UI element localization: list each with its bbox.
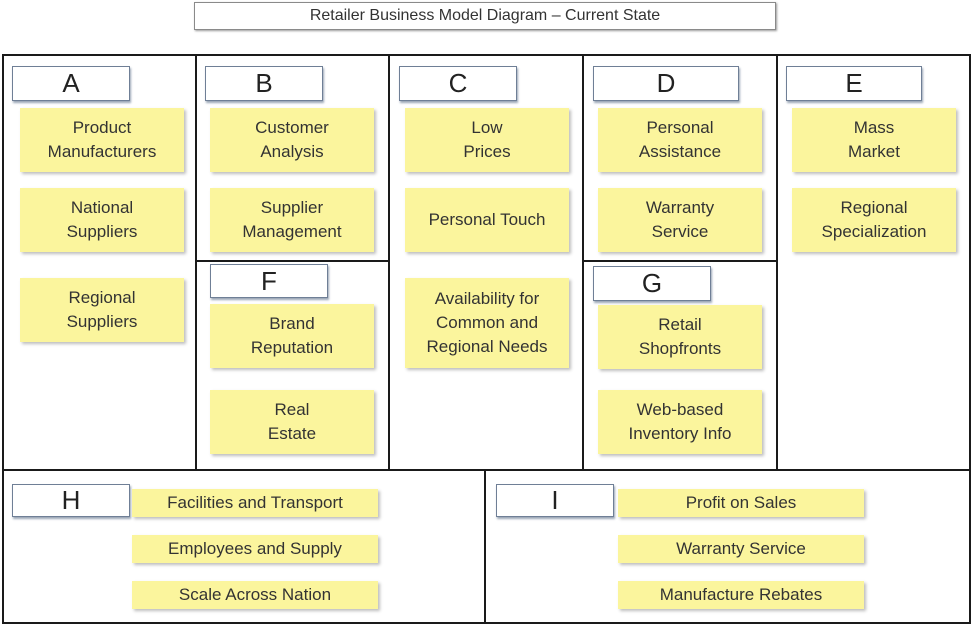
note-g-2: Web-based Inventory Info (598, 390, 762, 454)
note-e-1: Mass Market (792, 108, 956, 172)
note-h-3: Scale Across Nation (132, 581, 378, 609)
diagram-title: Retailer Business Model Diagram – Curren… (194, 2, 776, 30)
divider-v-bottom (484, 469, 486, 624)
divider-v2 (388, 54, 390, 471)
note-c-2: Personal Touch (405, 188, 569, 252)
note-d-2: Warranty Service (598, 188, 762, 252)
divider-v3 (582, 54, 584, 471)
note-i-2: Warranty Service (618, 535, 864, 563)
note-h-2: Employees and Supply (132, 535, 378, 563)
note-b-2: Supplier Management (210, 188, 374, 252)
section-label-d: D (593, 66, 739, 101)
note-a-3: Regional Suppliers (20, 278, 184, 342)
note-f-2: Real Estate (210, 390, 374, 454)
divider-h-bf (195, 260, 390, 262)
divider-h-main (2, 469, 971, 471)
note-b-1: Customer Analysis (210, 108, 374, 172)
note-f-1: Brand Reputation (210, 304, 374, 368)
note-i-3: Manufacture Rebates (618, 581, 864, 609)
note-c-1: Low Prices (405, 108, 569, 172)
note-c-3: Availability for Common and Regional Nee… (405, 278, 569, 368)
section-label-a: A (12, 66, 130, 101)
note-g-1: Retail Shopfronts (598, 305, 762, 369)
section-label-f: F (210, 264, 328, 298)
section-label-c: C (399, 66, 517, 101)
section-label-g: G (593, 266, 711, 301)
diagram-frame (2, 54, 971, 624)
divider-h-dg (582, 260, 778, 262)
note-e-2: Regional Specialization (792, 188, 956, 252)
section-label-e: E (786, 66, 922, 101)
divider-v1 (195, 54, 197, 471)
section-label-i: I (496, 484, 614, 517)
note-a-2: National Suppliers (20, 188, 184, 252)
note-h-1: Facilities and Transport (132, 489, 378, 517)
note-a-1: Product Manufacturers (20, 108, 184, 172)
section-label-h: H (12, 484, 130, 517)
section-label-b: B (205, 66, 323, 101)
divider-v4 (776, 54, 778, 471)
note-i-1: Profit on Sales (618, 489, 864, 517)
note-d-1: Personal Assistance (598, 108, 762, 172)
